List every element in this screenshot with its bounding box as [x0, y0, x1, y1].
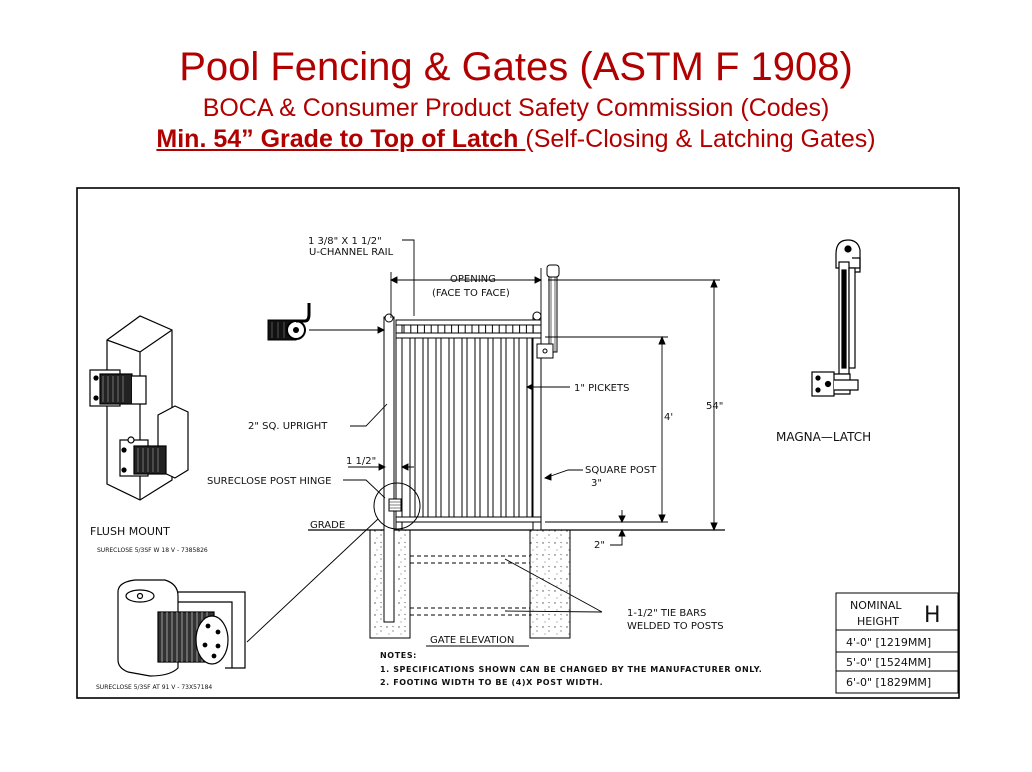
- tie-bars-sub-label: WELDED TO POSTS: [627, 621, 724, 632]
- hinge-detail-circle: [373, 482, 421, 530]
- square-post-label: SQUARE POST: [585, 465, 657, 476]
- table-header-height: HEIGHT: [857, 615, 899, 628]
- picket: [513, 337, 520, 518]
- height-requirement: Min. 54” Grade to Top of Latch (Self-Clo…: [0, 125, 1032, 154]
- height-table: [835, 592, 959, 694]
- dim-54-label: 54": [706, 401, 723, 412]
- gate-elevation: [246, 264, 725, 643]
- requirement-bold: Min. 54” Grade to Top of Latch: [156, 125, 526, 153]
- top-rail: [395, 319, 542, 326]
- dimensions: [308, 239, 722, 647]
- page-subtitle: BOCA & Consumer Product Safety Commissio…: [202, 94, 830, 122]
- picket: [448, 337, 455, 518]
- magna-latch-label: MAGNA—LATCH: [776, 430, 871, 444]
- picket: [474, 337, 481, 518]
- gate-elevation-label: GATE ELEVATION: [430, 635, 514, 646]
- opening-sub-label: (FACE TO FACE): [432, 288, 510, 299]
- picket: [422, 337, 429, 518]
- grade-label: GRADE: [310, 520, 345, 531]
- dim-1-5-label: 1 1/2": [346, 456, 376, 467]
- picket: [487, 337, 494, 518]
- note-1: 1. SPECIFICATIONS SHOWN CAN BE CHANGED B…: [380, 665, 762, 674]
- flush-mount-caption: SURECLOSE 5/3SF W 18 V - 7385826: [97, 547, 208, 554]
- square-post-size: 3": [591, 478, 602, 489]
- page-title: Pool Fencing & Gates (ASTM F 1908): [179, 45, 853, 89]
- picket: [435, 337, 442, 518]
- small-hinge-icon: [267, 303, 311, 341]
- picket: [500, 337, 507, 518]
- flush-mount-detail: [89, 315, 189, 505]
- table-row: 6'-0" [1829MM]: [846, 676, 931, 689]
- picket: [409, 337, 416, 518]
- upright-label: 2" SQ. UPRIGHT: [248, 421, 328, 432]
- pickets-label: 1" PICKETS: [574, 383, 629, 394]
- left-post: [383, 316, 395, 623]
- dim-2-label: 2": [594, 540, 605, 551]
- dim-4-label: 4': [664, 412, 673, 423]
- tie-bars-label: 1-1/2" TIE BARS: [627, 608, 706, 619]
- table-header-nominal: NOMINAL: [850, 599, 902, 612]
- latch-column: [548, 271, 558, 353]
- bottom-rail: [395, 516, 542, 523]
- tie-bar-top: [410, 555, 530, 564]
- hinge-caption: SURECLOSE 5/3SF AT 91 V - 73X57184: [96, 684, 212, 691]
- tie-bar-bottom: [410, 607, 530, 616]
- table-row: 4'-0" [1219MM]: [846, 636, 931, 649]
- notes-title: NOTES:: [380, 651, 417, 660]
- table-header-symbol: H: [924, 603, 941, 628]
- table-row: 5'-0" [1524MM]: [846, 656, 931, 669]
- requirement-detail: (Self-Closing & Latching Gates): [525, 125, 876, 153]
- note-2: 2. FOOTING WIDTH TO BE (4)X POST WIDTH.: [380, 678, 603, 687]
- flush-mount-label: FLUSH MOUNT: [90, 525, 170, 538]
- rail-label-line2: U-CHANNEL RAIL: [309, 247, 394, 258]
- opening-label: OPENING: [450, 274, 496, 285]
- rail-label-line1: 1 3/8" X 1 1/2": [308, 236, 382, 247]
- magna-latch-detail: [811, 239, 861, 397]
- sureclose-hinge-detail: [117, 579, 246, 677]
- hinge-leader: [246, 518, 379, 643]
- hinge-label: SURECLOSE POST HINGE: [207, 476, 331, 487]
- picket: [526, 337, 533, 518]
- drawing-frame: [76, 187, 960, 699]
- picket: [461, 337, 468, 518]
